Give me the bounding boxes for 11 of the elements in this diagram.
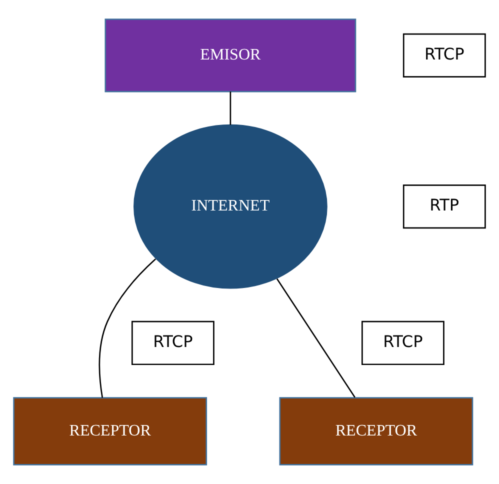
connector (230, 92, 232, 125)
node-box: RECEPTOR (279, 397, 474, 466)
node-box: RECEPTOR (13, 397, 208, 466)
node-box: EMISOR (104, 18, 356, 92)
connector (98, 258, 156, 398)
node-box: RTCP (362, 320, 444, 366)
node-box: RTCP (131, 320, 214, 366)
connector (276, 278, 356, 398)
node-box: RTP (402, 184, 486, 229)
node-box: RTCP (402, 33, 486, 78)
node-ellipse: INTERNET (134, 124, 328, 289)
